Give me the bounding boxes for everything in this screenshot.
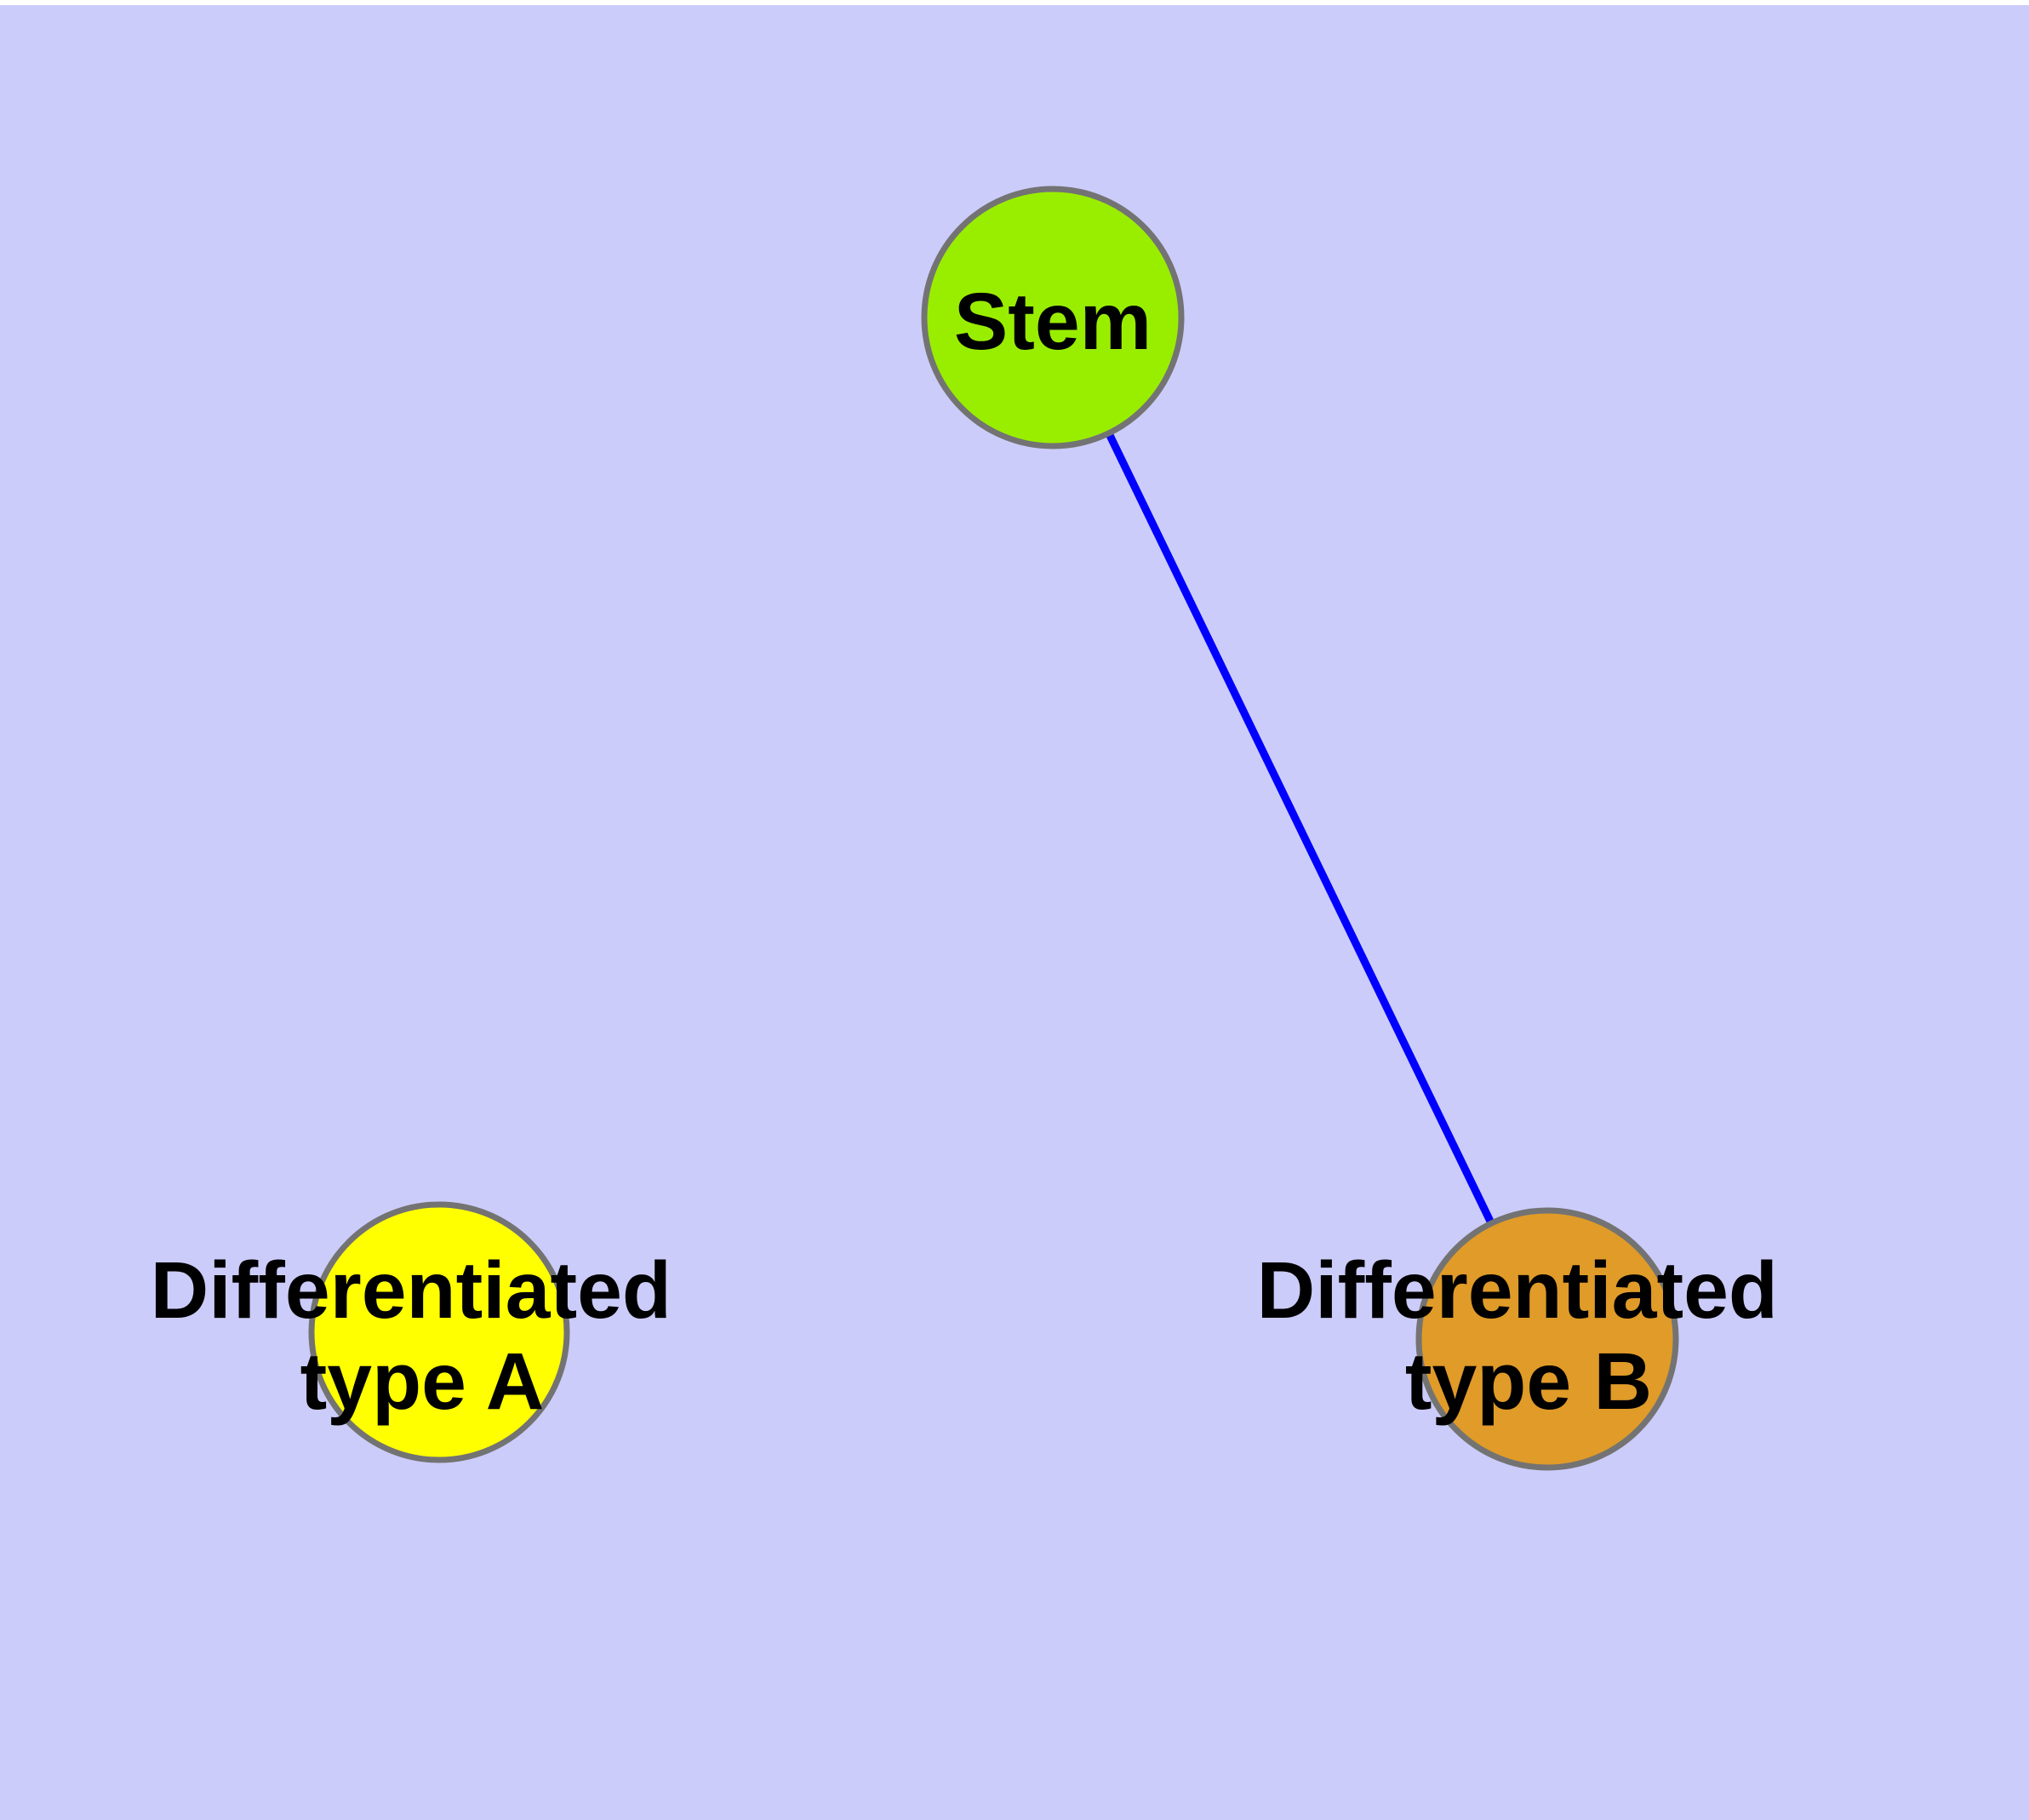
- node-label-differentiated-type-a-line-1: Differentiated: [151, 1245, 672, 1336]
- node-label-stem: Stem: [954, 277, 1152, 367]
- node-label-differentiated-type-b: Differentiated type B: [1257, 1245, 1801, 1427]
- node-label-stem-line-1: Stem: [954, 277, 1152, 367]
- edge-layer: [1049, 316, 1552, 1341]
- node-differentiated-type-a[interactable]: [308, 1201, 570, 1463]
- node-label-differentiated-type-b-line-1: Differentiated: [1257, 1245, 1778, 1336]
- node-stem[interactable]: [921, 186, 1185, 449]
- label-layer: Stem Differentiated type A Differentiate…: [151, 277, 1801, 1427]
- node-label-differentiated-type-b-line-2: type B: [1405, 1336, 1652, 1427]
- edge-stem-to-differentiated-type-b[interactable]: [1049, 316, 1552, 1341]
- node-differentiated-type-b[interactable]: [1415, 1207, 1679, 1471]
- node-label-differentiated-type-a-line-2: type A: [300, 1336, 545, 1427]
- node-layer: [308, 186, 1679, 1471]
- node-label-differentiated-type-a: Differentiated type A: [151, 1245, 694, 1427]
